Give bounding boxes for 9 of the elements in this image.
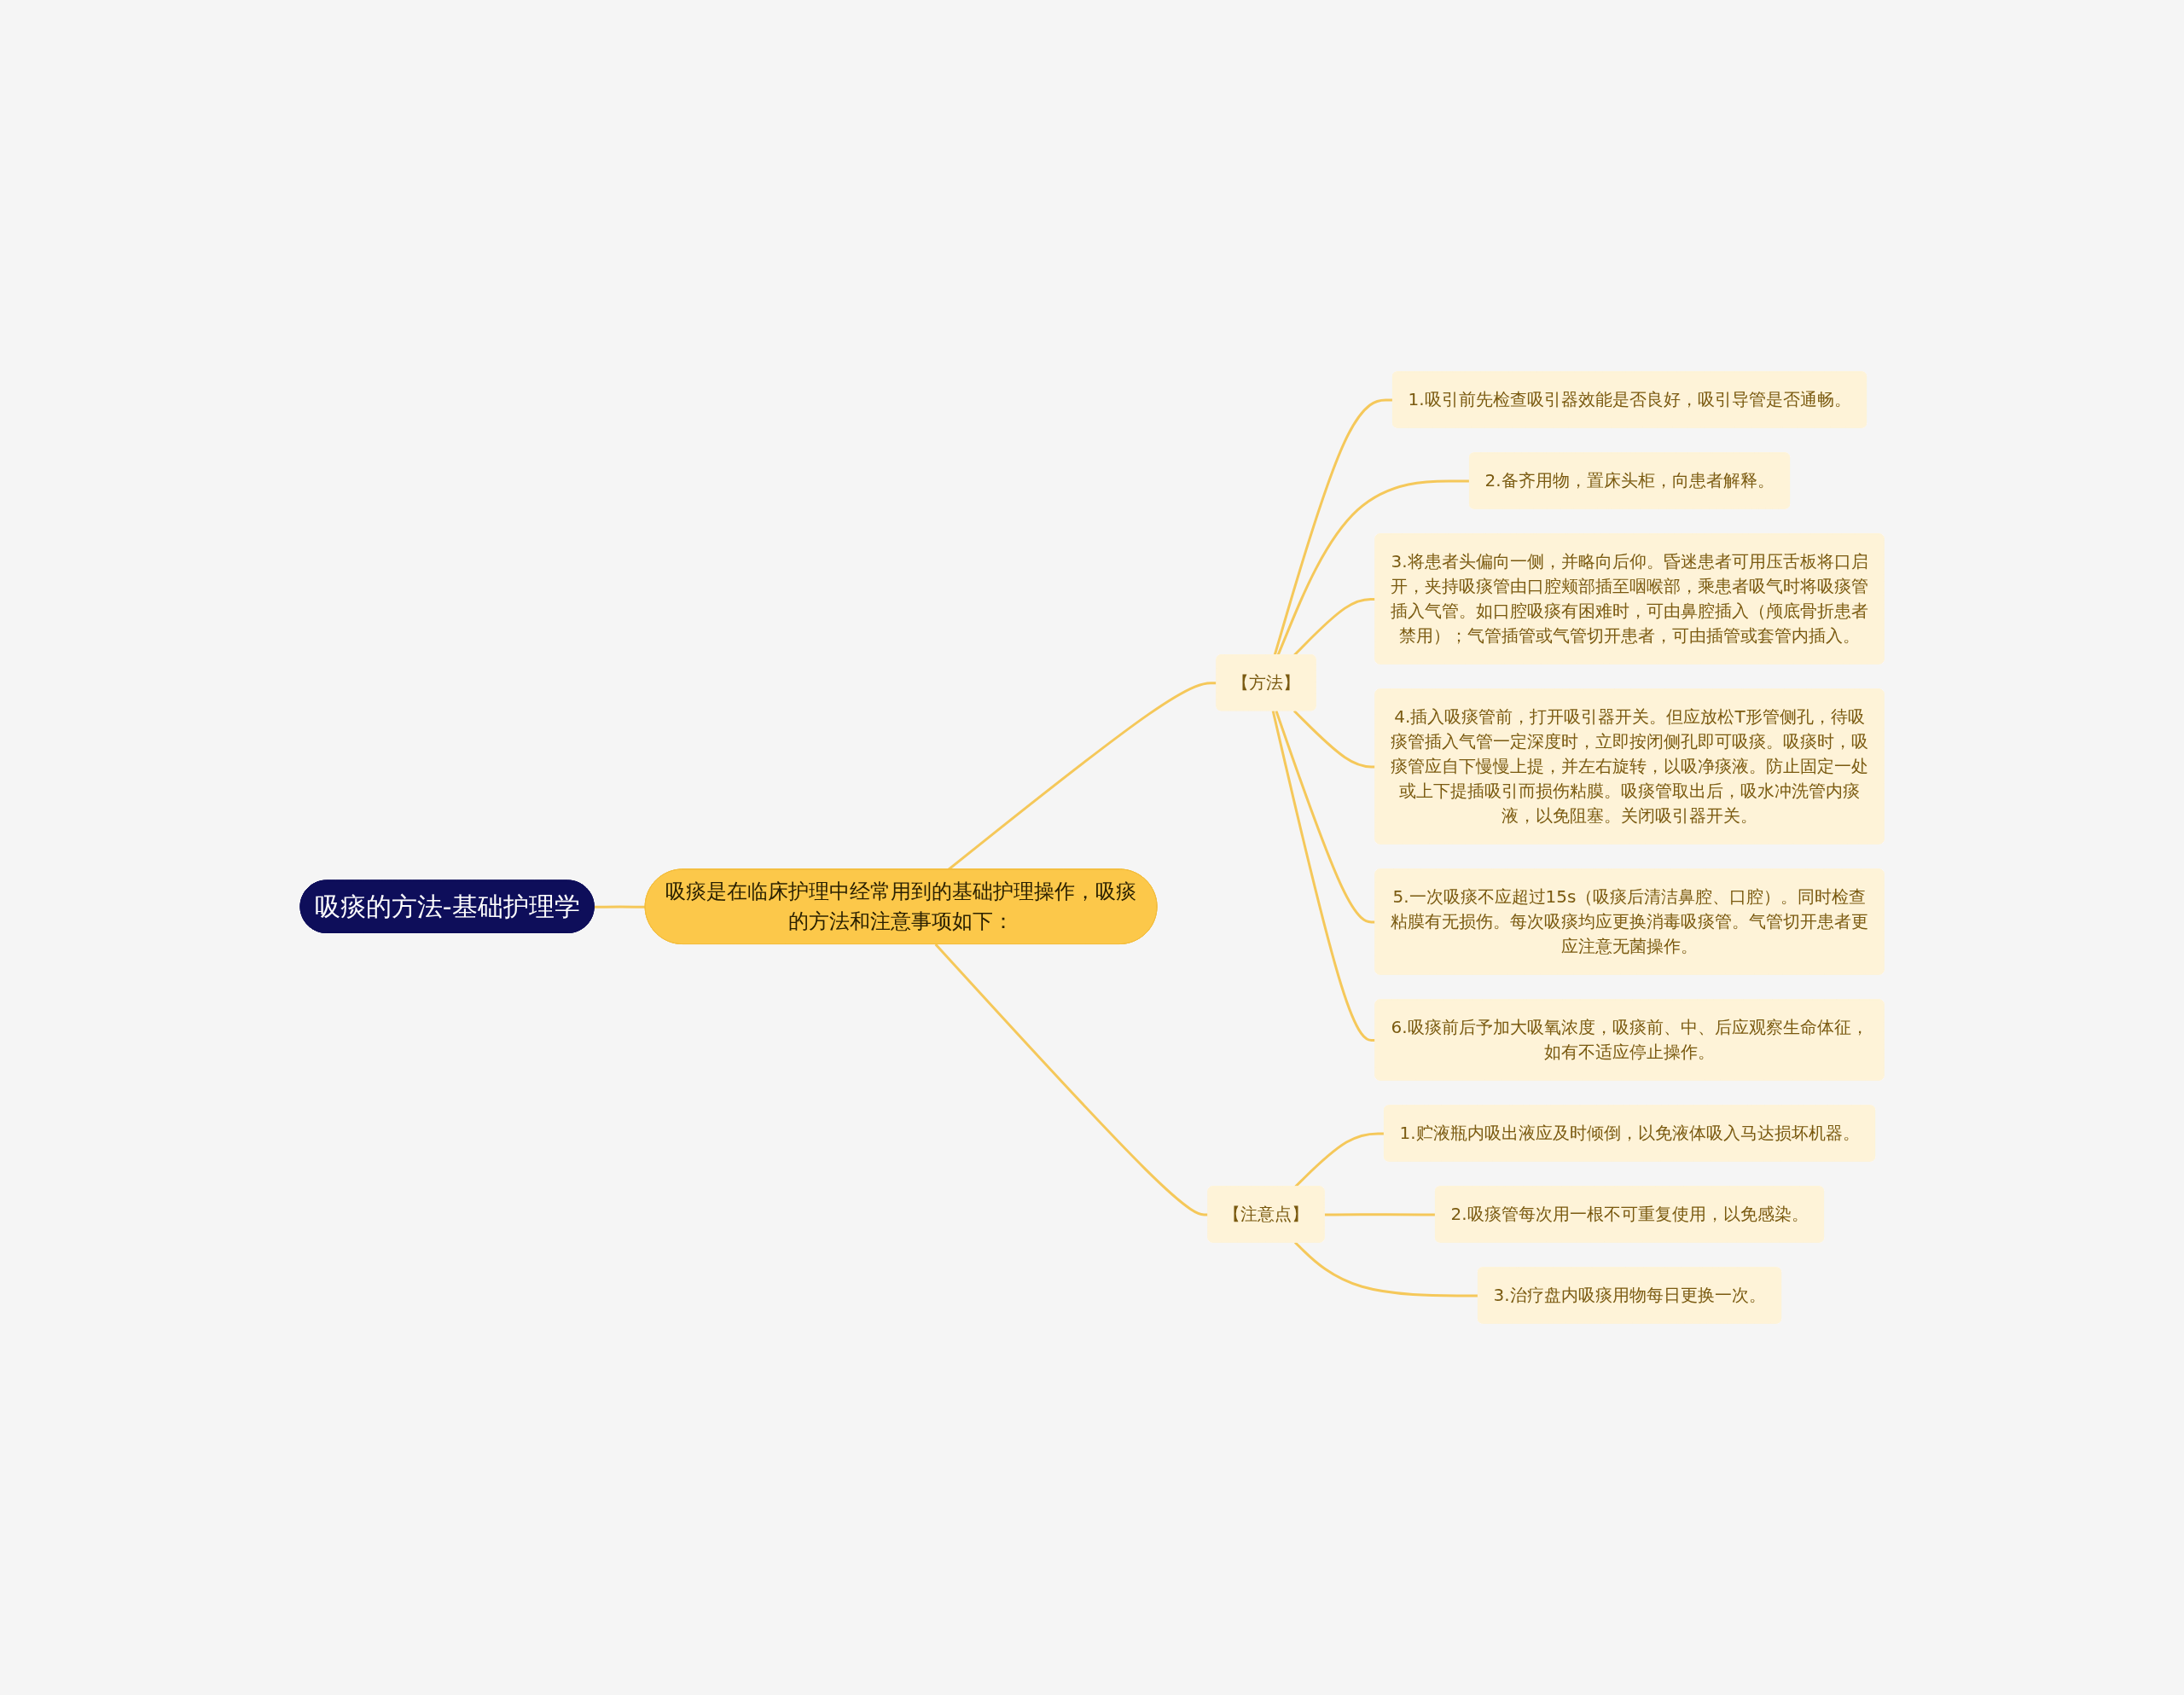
connector (1324, 1213, 1436, 1216)
connector (1275, 710, 1376, 924)
connector (594, 905, 646, 908)
connector (1292, 710, 1376, 769)
connector (934, 943, 1209, 1216)
connector (1271, 710, 1376, 1042)
connector (1273, 398, 1393, 656)
connector (1294, 1241, 1478, 1297)
connector (1276, 479, 1470, 656)
